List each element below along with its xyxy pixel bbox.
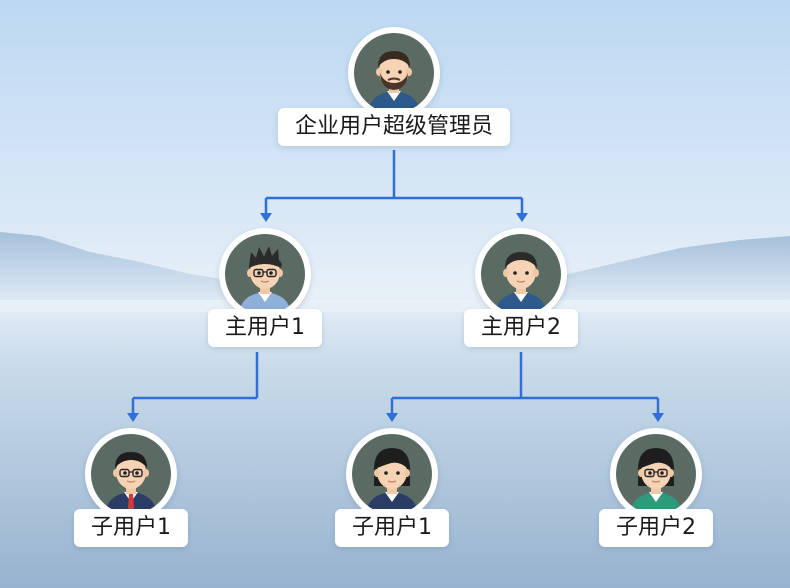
avatar	[475, 228, 567, 320]
avatar	[85, 428, 177, 520]
node-label: 子用户1	[74, 509, 188, 547]
node-label: 主用户1	[208, 309, 322, 347]
arrow-head	[386, 413, 398, 422]
avatar	[219, 228, 311, 320]
node-label: 子用户1	[335, 509, 449, 547]
node-label: 企业用户超级管理员	[277, 108, 511, 146]
arrow-head	[260, 213, 272, 222]
node-label: 主用户2	[464, 309, 578, 347]
arrow-head	[127, 413, 139, 422]
arrow-head	[652, 413, 664, 422]
avatar	[610, 428, 702, 520]
avatar	[346, 428, 438, 520]
avatar	[348, 27, 440, 119]
node-label: 子用户2	[599, 509, 713, 547]
arrow-head	[516, 213, 528, 222]
